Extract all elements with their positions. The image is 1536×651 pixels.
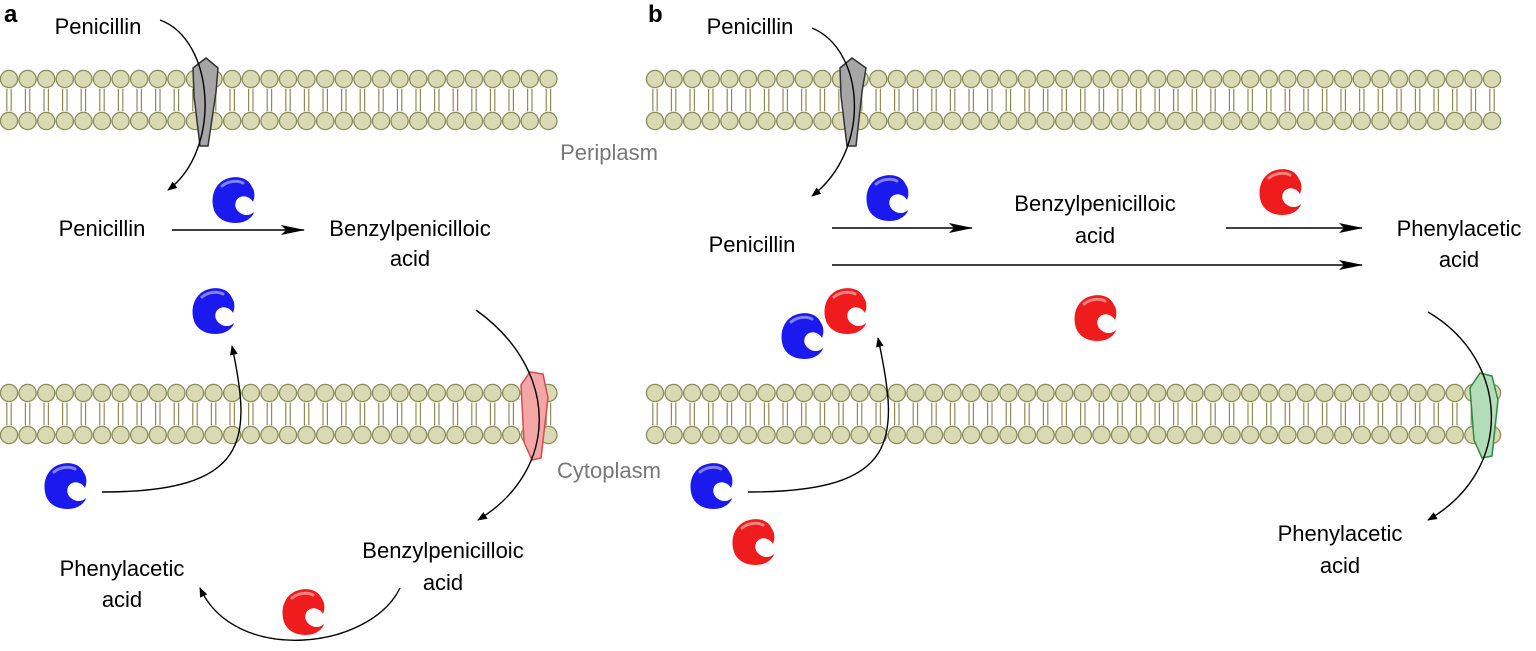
outer-membrane-b	[645, 69, 1502, 131]
transporter-icon	[1469, 372, 1499, 459]
benzylpenicilloic-cytoplasm-a-line2: acid	[423, 570, 463, 595]
arrow-enzyme-export-b	[747, 337, 890, 493]
arrow-enzyme-export-a	[101, 345, 242, 493]
red-enzyme-icon	[1072, 293, 1119, 343]
penicillin-outside-a: Penicillin	[55, 14, 142, 39]
penicillin-periplasm-b: Penicillin	[709, 232, 796, 257]
blue-enzyme-icon	[864, 173, 911, 223]
arrow-phenyl-import-b	[1427, 311, 1493, 521]
inner-membrane-b	[645, 383, 1502, 445]
inner-membrane-a	[0, 383, 558, 445]
red-enzyme-icon	[280, 587, 327, 637]
blue-enzyme-icon	[688, 461, 735, 511]
phenylacetic-cytoplasm-b-line2: acid	[1320, 553, 1360, 578]
blue-enzyme-icon	[779, 311, 826, 361]
cytoplasm-label: Cytoplasm	[557, 458, 661, 483]
transporter-icon	[839, 57, 867, 147]
benzylpenicilloic-cytoplasm-a-line1: Benzylpenicilloic	[362, 538, 523, 563]
red-enzyme-icon	[730, 517, 777, 567]
phenylacetic-cytoplasm-b-line1: Phenylacetic	[1278, 521, 1403, 546]
benzylpenicilloic-periplasm-a-line2: acid	[390, 246, 430, 271]
transporter-icon	[520, 371, 549, 461]
phenylacetic-periplasm-b-line1: Phenylacetic	[1397, 216, 1522, 241]
arrow-penicillin-import-b	[811, 27, 856, 197]
benzylpenicilloic-b-line1: Benzylpenicilloic	[1014, 191, 1175, 216]
outer-membrane-a	[0, 69, 558, 131]
arrow-benzyl-to-phenyl-a	[199, 587, 401, 641]
benzylpenicilloic-periplasm-a-line1: Benzylpenicilloic	[329, 216, 490, 241]
panel-label-b: b	[648, 1, 663, 28]
blue-enzyme-icon	[190, 286, 237, 336]
red-enzyme-icon	[822, 286, 869, 336]
penicillin-periplasm-a: Penicillin	[59, 216, 146, 241]
phenylacetic-periplasm-b-line2: acid	[1439, 247, 1479, 272]
phenylacetic-a-line1: Phenylacetic	[60, 556, 185, 581]
benzylpenicilloic-b-line2: acid	[1075, 223, 1115, 248]
phenylacetic-a-line2: acid	[102, 587, 142, 612]
periplasm-label: Periplasm	[560, 140, 658, 165]
blue-enzyme-icon	[42, 461, 89, 511]
panel-label-a: a	[4, 1, 18, 28]
red-enzyme-icon	[1257, 167, 1304, 217]
membranes	[0, 69, 1502, 445]
penicillin-outside-b: Penicillin	[707, 14, 794, 39]
arrow-penicillin-import-a	[159, 19, 206, 191]
arrow-benzyl-import-a	[475, 309, 540, 521]
blue-enzyme-icon	[210, 175, 257, 225]
